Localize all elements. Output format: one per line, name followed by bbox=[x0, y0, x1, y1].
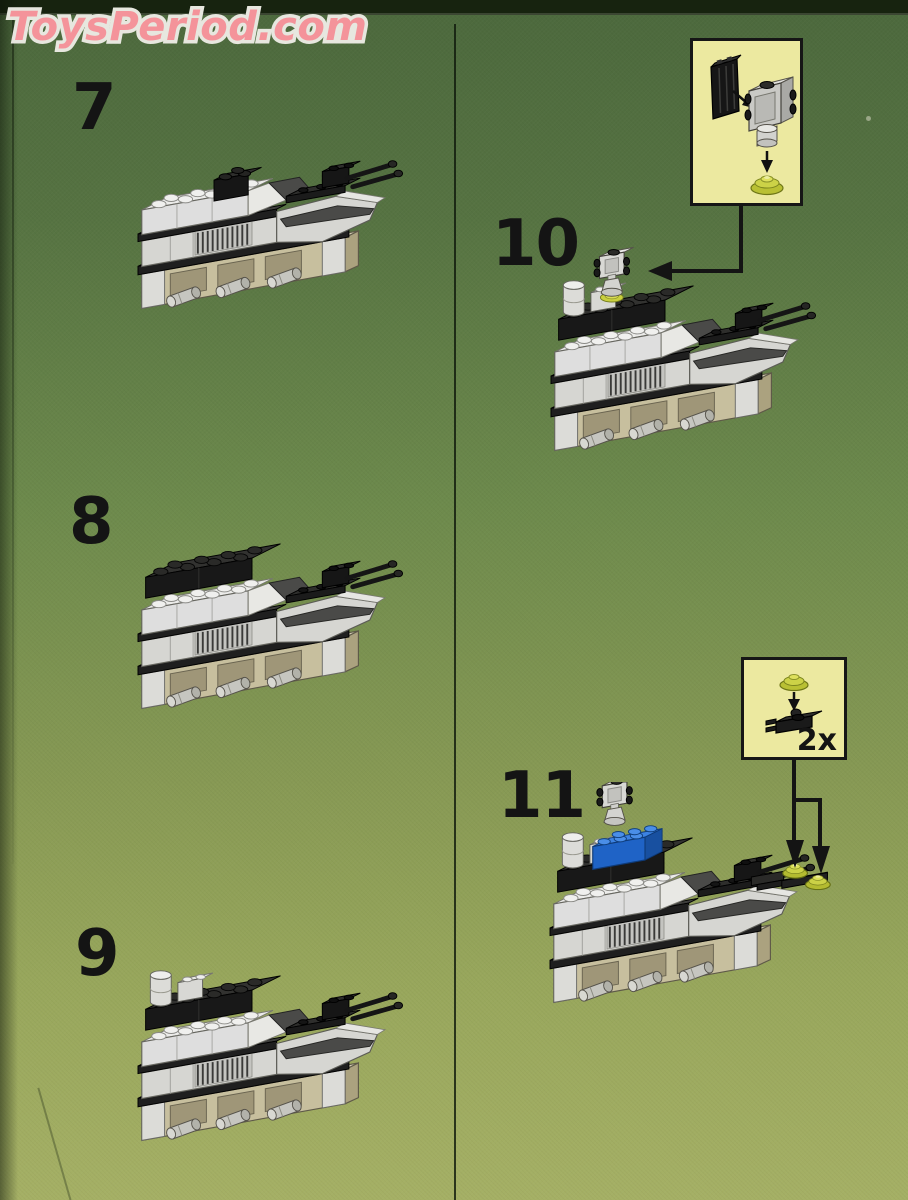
assembly-arrow-down bbox=[788, 692, 800, 711]
parts-callout-step10-art bbox=[710, 54, 797, 196]
cylinder-icon bbox=[756, 124, 778, 148]
assembly-arrow-down bbox=[761, 151, 773, 173]
watermark-text: ToysPeriod.com bbox=[8, 4, 367, 50]
scan-speck bbox=[866, 116, 871, 121]
engine-brick-icon bbox=[744, 76, 797, 132]
lime-dish-icon bbox=[750, 175, 784, 196]
grille-panel-icon bbox=[710, 54, 742, 120]
column-divider-line bbox=[454, 24, 456, 1200]
parts-callout-step10 bbox=[690, 38, 803, 206]
quantity-label: 2x bbox=[796, 723, 837, 758]
step-number-8: 8 bbox=[69, 485, 114, 559]
step-number-9: 9 bbox=[75, 917, 120, 991]
page-top-edge bbox=[0, 0, 908, 15]
clip-plate-icon bbox=[765, 708, 823, 734]
watermark: ToysPeriod.com bbox=[5, 1, 371, 54]
model-step-11 bbox=[512, 782, 831, 1048]
mast-subassembly-floating bbox=[596, 782, 638, 826]
step-number-11: 11 bbox=[498, 759, 586, 833]
model-step-8 bbox=[100, 543, 423, 754]
lime-round-plate-icon bbox=[779, 674, 809, 692]
page-binding-shadow bbox=[0, 0, 18, 1200]
page-crease-vertical bbox=[12, 14, 14, 864]
page-crease-diagonal bbox=[37, 1087, 81, 1200]
step-number-7: 7 bbox=[72, 71, 117, 145]
model-step-9 bbox=[100, 970, 423, 1186]
step-number-10: 10 bbox=[492, 207, 580, 281]
parts-callout-step11-art bbox=[765, 674, 823, 734]
model-step-7 bbox=[100, 88, 423, 354]
parts-callout-step11: 2x bbox=[741, 657, 847, 760]
